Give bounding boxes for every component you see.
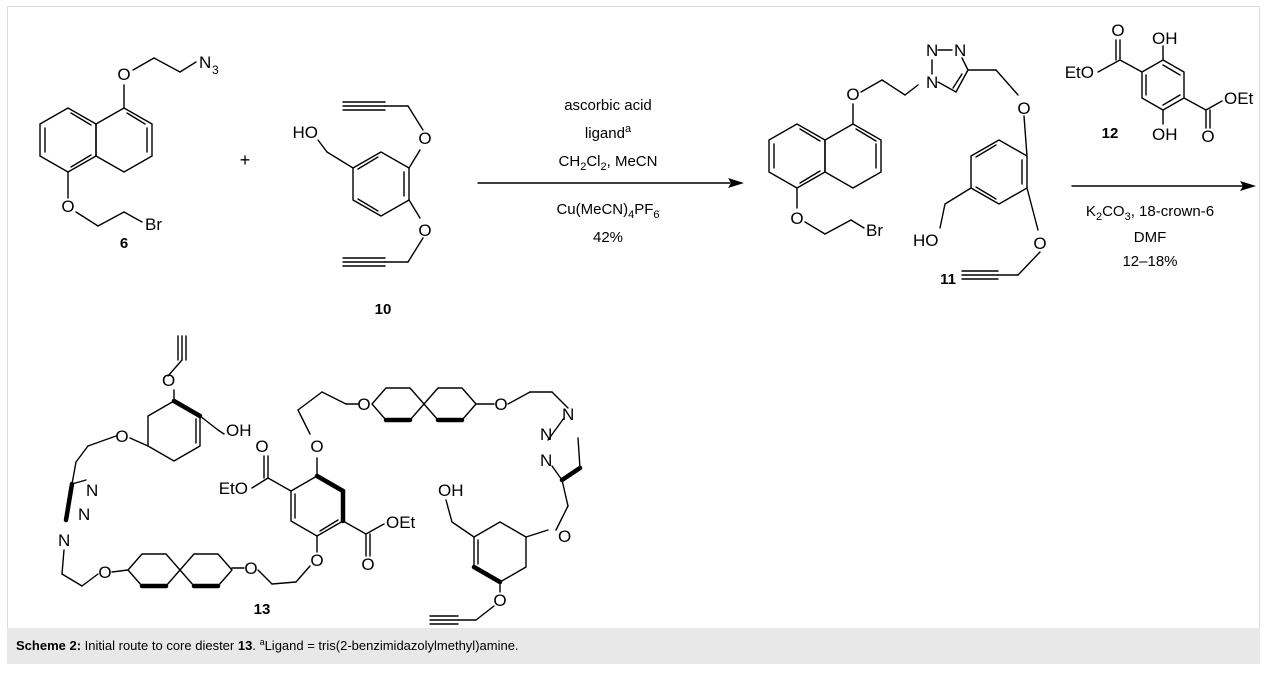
condition-solvents: CH2Cl2, MeCN bbox=[559, 153, 658, 173]
compound-label-10: 10 bbox=[375, 301, 392, 318]
atom-oet: OEt bbox=[1224, 89, 1254, 108]
caption-compound-ref: 13 bbox=[237, 638, 253, 653]
atom-o: O bbox=[1017, 99, 1030, 118]
atom-oet: OEt bbox=[386, 513, 416, 532]
atom-eto: EtO bbox=[219, 479, 248, 498]
reaction-arrow-1 bbox=[477, 178, 744, 188]
condition-yield: 42% bbox=[593, 229, 623, 246]
compound-label-6: 6 bbox=[120, 235, 128, 252]
condition-reagent: ascorbic acid bbox=[564, 97, 652, 114]
compound-10-structure bbox=[317, 101, 424, 267]
atom-o: O bbox=[244, 559, 257, 578]
caption-footnote: Ligand = tris(2-benzimidazolylmethyl)ami… bbox=[264, 638, 519, 653]
atom-o: O bbox=[357, 395, 370, 414]
atom-n: N bbox=[926, 41, 938, 60]
compound-11-structure bbox=[768, 49, 1041, 280]
atom-n-subscript: 3 bbox=[212, 63, 219, 77]
condition-catalyst: Cu(MeCN)4PF6 bbox=[556, 201, 659, 221]
atom-o: O bbox=[558, 527, 571, 546]
atom-n: N bbox=[540, 451, 552, 470]
caption-prefix: Scheme 2: bbox=[16, 638, 82, 653]
scheme-caption: Scheme 2: Initial route to core diester … bbox=[7, 628, 1260, 664]
atom-o: O bbox=[493, 591, 506, 610]
atom-o: O bbox=[790, 209, 803, 228]
atom-o: O bbox=[1201, 127, 1214, 146]
atom-o: O bbox=[115, 427, 128, 446]
atom-br: Br bbox=[145, 215, 162, 234]
compound-label-11: 11 bbox=[940, 271, 956, 288]
atom-o: O bbox=[61, 197, 74, 216]
condition-yield: 12–18% bbox=[1122, 253, 1177, 270]
atom-n: N bbox=[926, 73, 938, 92]
condition-base: K2CO3, 18-crown-6 bbox=[1086, 203, 1214, 223]
atom-o: O bbox=[310, 551, 323, 570]
atom-br: Br bbox=[866, 221, 883, 240]
caption-text: . bbox=[252, 638, 260, 653]
atom-o: O bbox=[310, 437, 323, 456]
atom-o: O bbox=[117, 65, 130, 84]
condition-solvent: DMF bbox=[1134, 229, 1167, 246]
atom-eto: EtO bbox=[1065, 63, 1094, 82]
atom-ho: HO bbox=[913, 231, 939, 250]
atom-o: O bbox=[418, 129, 431, 148]
atom-o: O bbox=[418, 221, 431, 240]
compound-12-structure bbox=[1097, 39, 1223, 129]
atom-o: O bbox=[98, 563, 111, 582]
atom-o: O bbox=[1033, 234, 1046, 253]
plus-sign: + bbox=[240, 150, 251, 170]
caption-footnote-marker: a bbox=[259, 637, 265, 647]
compound-13-structure bbox=[61, 335, 583, 625]
atom-n: N bbox=[86, 481, 98, 500]
atom-oh: OH bbox=[438, 481, 464, 500]
atom-o: O bbox=[162, 371, 175, 390]
atom-o: O bbox=[361, 555, 374, 574]
compound-label-12: 12 bbox=[1102, 125, 1119, 142]
atom-n: N bbox=[562, 405, 574, 424]
atom-n: N bbox=[540, 425, 552, 444]
caption-text: Initial route to core diester bbox=[81, 638, 238, 653]
condition-ligand: liganda bbox=[585, 123, 632, 142]
reaction-arrow-2 bbox=[1071, 181, 1256, 191]
atom-n: N bbox=[78, 505, 90, 524]
atom-o: O bbox=[255, 437, 268, 456]
atom-oh: OH bbox=[1152, 125, 1178, 144]
atom-n: N bbox=[199, 53, 211, 72]
atom-n: N bbox=[954, 41, 966, 60]
atom-o: O bbox=[494, 395, 507, 414]
atom-ho: HO bbox=[293, 123, 319, 142]
atom-o: O bbox=[846, 85, 859, 104]
atom-n: N bbox=[58, 531, 70, 550]
atom-o: O bbox=[1111, 21, 1124, 40]
compound-6-structure bbox=[39, 57, 197, 227]
compound-label-13: 13 bbox=[254, 601, 271, 618]
atom-oh: OH bbox=[1152, 29, 1178, 48]
atom-oh: OH bbox=[226, 421, 252, 440]
